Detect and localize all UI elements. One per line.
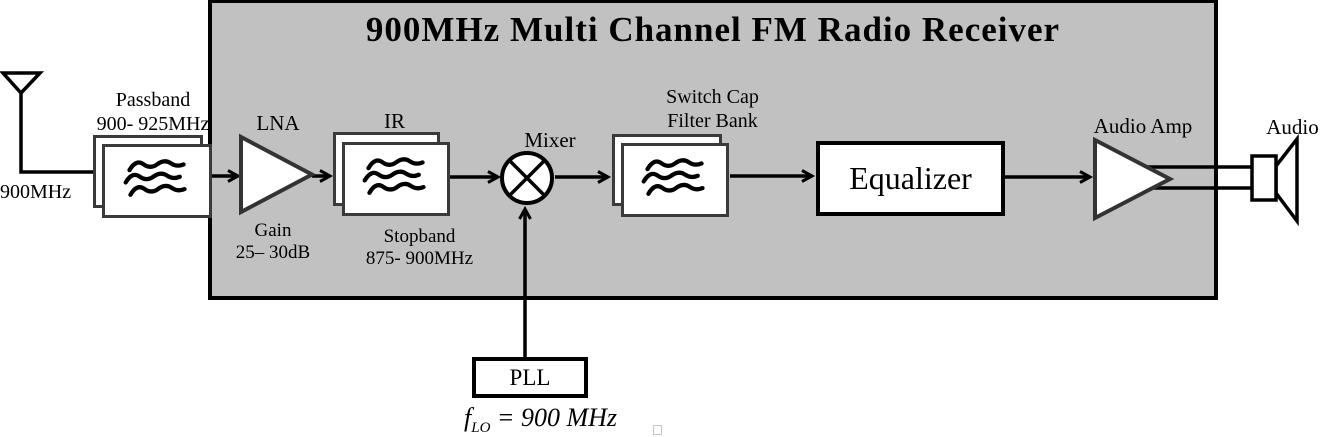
lna-triangle-icon	[239, 133, 317, 216]
mixer-label: Mixer	[524, 128, 576, 152]
passband-filter-block	[102, 144, 212, 218]
ir-stopband-value: 875- 900MHz	[365, 248, 474, 270]
filter-wave-icon	[362, 156, 426, 195]
ir-stopband-title: Stopband	[383, 226, 456, 247]
antenna-icon	[0, 71, 45, 96]
audio-output-label: Audio	[1266, 115, 1319, 139]
filter-wave-icon	[641, 157, 705, 196]
passband-range: 900- 925MHz	[96, 112, 210, 135]
switch-cap-line1: Switch Cap	[666, 86, 759, 108]
lna-gain-value: 25– 30dB	[235, 242, 311, 264]
switch-cap-filter-block	[621, 143, 729, 217]
filter-wave-icon	[123, 158, 187, 197]
diagram-title: 900MHz Multi Channel FM Radio Receiver	[365, 10, 1061, 49]
missing-glyph-box	[653, 425, 662, 435]
lo-frequency-subscript: LO	[471, 420, 491, 437]
lna-label: LNA	[256, 111, 300, 135]
equalizer-block: Equalizer	[816, 141, 1005, 216]
switch-cap-caption: Switch Cap Filter Bank	[650, 86, 775, 133]
pll-label: PLL	[509, 364, 551, 390]
audio-amp-triangle-icon	[1093, 136, 1175, 222]
lna-gain-title: Gain	[254, 220, 292, 241]
passband-caption: Passband 900- 925MHz	[83, 89, 223, 136]
passband-name: Passband	[115, 89, 191, 111]
antenna-frequency-label: 900MHz	[0, 181, 72, 203]
lna-gain-caption: Gain 25– 30dB	[218, 220, 328, 265]
speaker-icon	[1250, 133, 1299, 227]
switch-cap-line2: Filter Bank	[667, 109, 758, 132]
lo-frequency-symbol: f	[464, 403, 472, 432]
lo-frequency-label: fLO = 900 MHz	[464, 403, 634, 437]
mixer-icon	[500, 151, 554, 205]
antenna-feed-line	[19, 93, 95, 174]
equalizer-label: Equalizer	[849, 160, 972, 196]
audio-amp-label: Audio Amp	[1093, 114, 1193, 138]
lo-frequency-value: = 900 MHz	[496, 403, 618, 432]
ir-stopband-caption: Stopband 875- 900MHz	[352, 226, 487, 271]
ir-filter-block	[342, 142, 450, 216]
pll-block: PLL	[472, 357, 588, 398]
ir-label: IR	[384, 109, 405, 133]
